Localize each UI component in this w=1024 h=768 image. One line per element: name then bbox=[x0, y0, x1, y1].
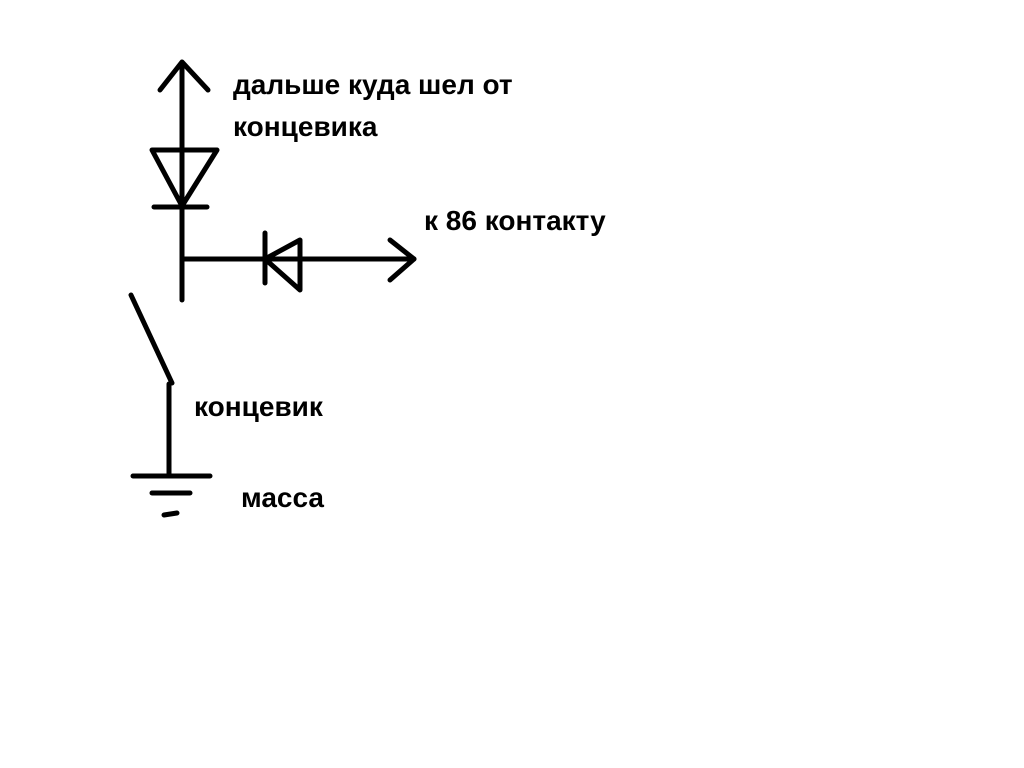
arrow-up-icon bbox=[157, 59, 211, 93]
label-ground: масса bbox=[241, 482, 324, 513]
arrow-right-icon bbox=[387, 237, 417, 283]
limit-switch bbox=[128, 292, 175, 477]
label-contact-86: к 86 контакту bbox=[424, 205, 606, 236]
label-continue-line1: дальше куда шел от bbox=[233, 69, 513, 100]
diode-horizontal bbox=[262, 230, 303, 293]
label-continue-line2: концевика bbox=[233, 111, 378, 142]
ground-symbol bbox=[130, 473, 213, 518]
diode-vertical bbox=[149, 147, 220, 210]
label-limit-switch: концевик bbox=[194, 391, 324, 422]
